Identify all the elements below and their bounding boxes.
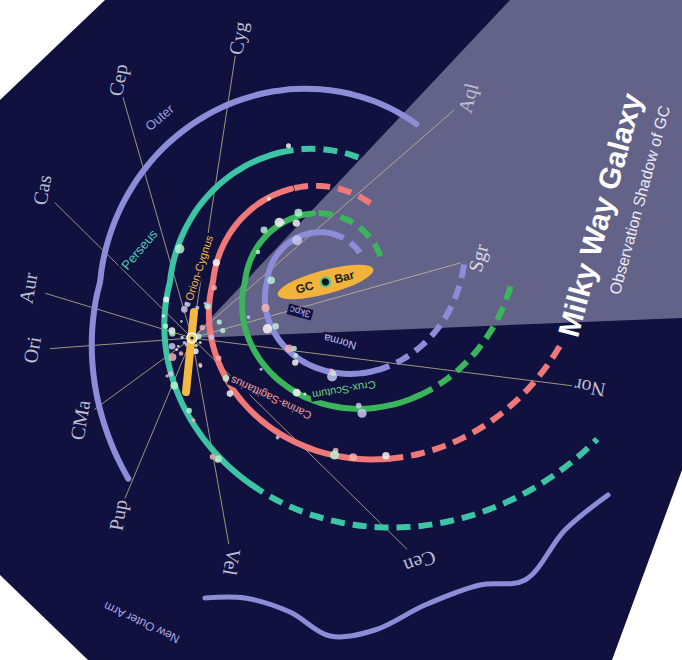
maser-dot (256, 250, 260, 254)
maser-dot (191, 418, 195, 422)
arm-group (92, 89, 608, 637)
maser-dot (198, 363, 201, 366)
maser-dot (286, 143, 291, 148)
maser-dot (293, 353, 298, 358)
maser-dot (162, 314, 165, 317)
sight-line (125, 338, 192, 498)
maser-dot (169, 343, 176, 350)
carina-sagittarius-arm (389, 345, 560, 459)
bar-label: Bar (332, 268, 355, 287)
maser-dot (292, 359, 298, 365)
maser-dot (267, 277, 275, 285)
maser-dot (179, 351, 184, 356)
maser-dot (293, 389, 301, 397)
sightline-group (45, 56, 572, 550)
maser-dot (175, 348, 178, 351)
maser-dot (247, 315, 251, 319)
sun-marker (187, 333, 197, 343)
maser-dot (261, 226, 268, 233)
maser-dot (214, 455, 222, 463)
center-label: GC (294, 278, 315, 296)
maser-dot (210, 454, 216, 460)
maser-dot (227, 390, 234, 397)
maser-dot (259, 368, 262, 371)
sight-line (50, 338, 192, 349)
perseus-arm (164, 151, 289, 485)
maser-dot (169, 353, 177, 361)
new-outer-arm (205, 495, 608, 637)
maser-dot (261, 304, 269, 312)
maser-dot (186, 408, 192, 414)
perseus-arm (290, 149, 359, 157)
maser-dot (303, 393, 306, 396)
maser-dot (276, 436, 280, 440)
maser-group (162, 143, 390, 462)
maser-dot (169, 330, 175, 336)
maser-dot (204, 302, 207, 305)
norma-arm (376, 257, 465, 370)
maser-dot (180, 320, 183, 323)
crux-scutum-arm (242, 213, 420, 408)
maser-dot (199, 341, 202, 344)
norma-arm (265, 232, 376, 374)
maser-dot (293, 219, 300, 226)
maser-dot (209, 335, 214, 340)
maser-dot (220, 328, 225, 333)
maser-dot (292, 346, 297, 351)
maser-dot (357, 409, 366, 418)
maser-dot (292, 235, 302, 245)
maser-dot (272, 323, 278, 329)
norma-arm (333, 234, 359, 253)
maser-dot (181, 306, 188, 313)
maser-dot (177, 345, 179, 347)
galactic-center-dot (319, 276, 330, 287)
maser-dot (175, 244, 185, 254)
sight-line (45, 293, 192, 338)
maser-dot (267, 197, 271, 201)
maser-dot (294, 209, 302, 217)
maser-dot (168, 371, 173, 376)
maser-dot (330, 450, 339, 459)
maser-dot (263, 324, 272, 333)
crux-scutum-arm (420, 282, 512, 395)
maser-dot (165, 374, 168, 377)
maser-dot (217, 319, 222, 324)
maser-dot (216, 355, 221, 360)
maser-dot (200, 325, 205, 330)
maser-dot (275, 218, 284, 227)
maser-dot (194, 344, 198, 348)
constellation-label: Ori (19, 335, 45, 365)
constellation-label: Vel (219, 547, 245, 577)
maser-dot (382, 452, 389, 459)
maser-dot (163, 297, 169, 303)
maser-dot (356, 403, 362, 409)
sight-line (192, 110, 454, 338)
maser-dot (330, 370, 335, 375)
sun-dot (190, 336, 193, 339)
maser-dot (163, 323, 168, 328)
orion-spur (186, 312, 194, 392)
maser-dot (349, 453, 357, 461)
outer-arm (92, 89, 416, 479)
bar-shape (274, 258, 376, 307)
maser-dot (213, 259, 220, 266)
maser-dot (170, 382, 178, 390)
maser-dot (180, 336, 183, 339)
carina-sagittarius-arm (291, 186, 370, 204)
maser-dot (211, 285, 217, 291)
sight-line (192, 56, 235, 338)
carina-sagittarius-arm (209, 189, 389, 460)
